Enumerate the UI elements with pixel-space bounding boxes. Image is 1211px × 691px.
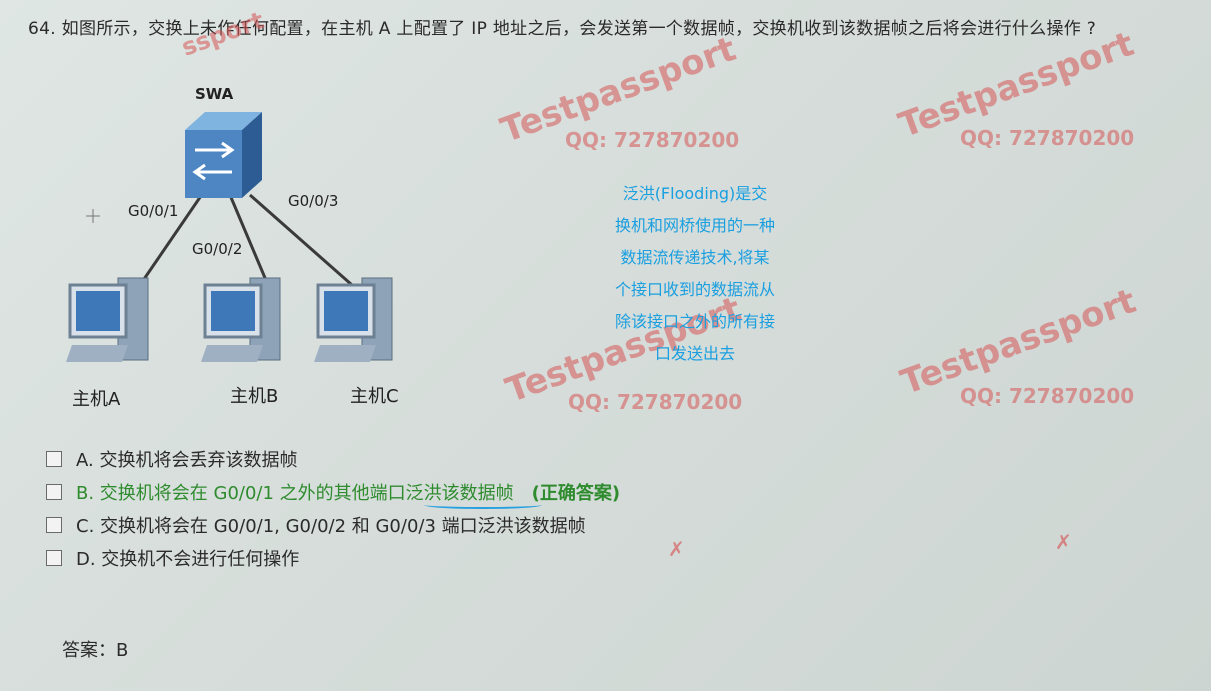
question-text: 64. 如图所示，交换上未作任何配置，在主机 A 上配置了 IP 地址之后，会发… — [28, 14, 1208, 39]
watermark-qq: QQ: 727870200 — [960, 126, 1135, 150]
link-g0-0-1 — [138, 189, 207, 286]
computer-icon — [66, 277, 149, 362]
option-d[interactable]: D. 交换机不会进行任何操作 — [46, 541, 620, 574]
watermark-qq: QQ: 727870200 — [565, 128, 740, 152]
option-label: C. 交换机将会在 G0/0/1, G0/0/2 和 G0/0/3 端口泛洪该数… — [76, 515, 586, 537]
flooding-note: 泛洪(Flooding)是交 换机和网桥使用的一种 数据流传递技术,将某 个接口… — [600, 178, 790, 370]
answer-text: 答案：B — [62, 640, 129, 661]
option-checkbox[interactable] — [46, 450, 62, 467]
option-b[interactable]: B. 交换机将会在 G0/0/1 之外的其他端口泛洪该数据帧 (正确答案) — [46, 475, 621, 509]
answer-options: A. 交换机将会丢弃该数据帧 B. 交换机将会在 G0/0/1 之外的其他端口泛… — [46, 442, 620, 574]
note-line: 泛洪(Flooding)是交 — [622, 184, 768, 203]
question-number: 64. — [28, 19, 56, 39]
option-checkbox[interactable] — [46, 549, 62, 566]
note-line: 换机和网桥使用的一种 — [614, 216, 775, 235]
option-checkbox[interactable] — [46, 483, 62, 500]
question-body: 如图所示，交换上未作任何配置，在主机 A 上配置了 IP 地址之后，会发送第一个… — [61, 19, 1097, 39]
host-b-label: 主机B — [230, 386, 279, 407]
port-label: G0/0/1 — [128, 202, 178, 220]
computer-icon — [201, 277, 281, 362]
option-label: D. 交换机不会进行任何操作 — [76, 548, 300, 570]
option-c[interactable]: C. 交换机将会在 G0/0/1, G0/0/2 和 G0/0/3 端口泛洪该数… — [46, 508, 620, 541]
highlight-underline — [424, 501, 542, 509]
port-label: G0/0/3 — [288, 192, 338, 210]
switch-icon — [185, 112, 262, 198]
host-a-label: 主机A — [72, 389, 121, 410]
link-g0-0-3 — [249, 193, 353, 287]
watermark-qq: QQ: 727870200 — [568, 390, 743, 414]
stray-mark: ✗ — [668, 537, 685, 561]
option-checkbox[interactable] — [46, 516, 62, 533]
crosshair-icon — [86, 209, 100, 223]
link-g0-0-2 — [228, 194, 270, 286]
watermark-qq: QQ: 727870200 — [960, 384, 1135, 408]
option-label: A. 交换机将会丢弃该数据帧 — [76, 449, 298, 471]
port-label: G0/0/2 — [192, 240, 242, 258]
switch-label: SWA — [195, 85, 234, 103]
note-line: 数据流传递技术,将某 — [620, 248, 770, 267]
note-line: 除该接口之外的所有接 — [614, 312, 775, 331]
host-c-label: 主机C — [350, 386, 399, 407]
note-line: 口发送出去 — [654, 344, 735, 363]
note-line: 个接口收到的数据流从 — [614, 280, 775, 299]
correct-answer-tag: (正确答案) — [531, 482, 621, 504]
option-a[interactable]: A. 交换机将会丢弃该数据帧 — [46, 442, 620, 475]
computer-icon — [314, 277, 393, 362]
option-label: B. 交换机将会在 G0/0/1 之外的其他端口泛洪该数据帧 — [76, 482, 514, 504]
stray-mark: ✗ — [1055, 530, 1072, 554]
